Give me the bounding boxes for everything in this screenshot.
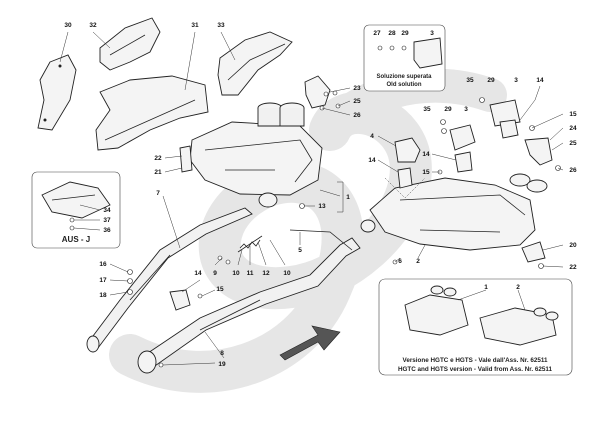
callout-15: 15 [216,286,224,293]
callout-26: 26 [353,112,361,119]
callout-14-d: 14 [536,77,544,84]
bracket-4 [394,137,421,163]
muffler-left [189,102,323,208]
heat-shield-30 [37,54,77,131]
callout-23: 23 [353,85,361,92]
muffler-right [360,173,548,251]
callout-25-b: 25 [569,140,577,147]
callout-21: 21 [154,169,162,176]
aus-j-inset: AUS - J [31,171,121,249]
version-inset: Versione HGTC e HGTS - Vale dall'Ass. Nr… [378,278,573,376]
spring-assembly-9-12 [237,235,263,253]
exhaust-pipe-left [86,207,253,353]
callout-numbers: 30 32 31 33 23 25 26 22 21 1 13 7 5 34 3… [64,22,577,368]
callout-15-c: 15 [569,111,577,118]
callout-37: 37 [103,217,111,224]
old-solution-line1: Soluzione superata [376,74,432,80]
callout-6: 6 [398,258,402,265]
callout-26-b: 26 [569,167,577,174]
callout-22: 22 [154,155,162,162]
heat-shield-33 [217,31,293,96]
callout-1-inset: 1 [484,284,488,291]
callout-3-c: 3 [464,106,468,113]
version-note-line1: Versione HGTC e HGTS - Vale dall'Ass. Nr… [403,357,548,364]
callout-29-c: 29 [444,106,452,113]
hanger-14-center [169,289,191,311]
callout-29: 29 [401,30,409,37]
direction-arrow [279,325,341,361]
callout-1: 1 [346,194,350,201]
callout-13: 13 [318,203,326,210]
bracket-23 [304,75,331,111]
callout-3: 3 [430,30,434,37]
callout-10-b: 10 [283,270,291,277]
version-note-line2: HGTC and HGTS version - Valid from Ass. … [398,366,553,373]
bracket-20 [521,241,546,263]
bracket-24 [524,137,553,166]
aus-j-label: AUS - J [62,235,90,244]
exhaust-pipe-center [137,237,361,374]
callout-15-b: 15 [422,169,430,176]
bracket-3-far-right [489,99,521,139]
callout-35: 35 [466,77,474,84]
heat-shield-32 [99,17,161,71]
callout-20: 20 [569,242,577,249]
leader-lines [59,31,564,366]
callout-32: 32 [89,22,97,29]
callout-24: 24 [569,125,577,132]
callout-17: 17 [99,277,107,284]
callout-18: 18 [99,292,107,299]
rod-5 [289,229,353,251]
callout-25: 25 [353,98,361,105]
old-solution-inset: Soluzione superata Old solution [363,24,446,92]
callout-14: 14 [194,270,202,277]
callout-35-b: 35 [423,106,431,113]
callout-31: 31 [191,22,199,29]
callout-2: 2 [416,258,420,265]
callout-4: 4 [370,133,374,140]
callout-33: 33 [217,22,225,29]
callout-14-c: 14 [422,151,430,158]
callout-14-b: 14 [368,157,376,164]
hanger-14a [384,167,426,199]
bracket-3-right [449,124,476,173]
callout-36: 36 [103,227,111,234]
callout-9: 9 [213,270,217,277]
callout-27: 27 [373,30,381,37]
callout-19: 19 [218,361,226,368]
callout-29-b: 29 [487,77,495,84]
callout-12: 12 [262,270,270,277]
bracket-21 [179,145,193,173]
old-solution-line2: Old solution [387,82,422,88]
callout-11: 11 [247,270,254,277]
callout-10: 10 [232,270,240,277]
heat-shield-31 [95,75,209,151]
callout-22-b: 22 [569,264,577,271]
callout-2-inset: 2 [516,284,520,291]
callout-28: 28 [388,30,396,37]
callout-7: 7 [156,190,160,197]
callout-30: 30 [64,22,72,29]
callout-5: 5 [298,247,302,254]
callout-8: 8 [220,350,224,357]
callout-3-b: 3 [514,77,518,84]
callout-16: 16 [99,261,107,268]
callout-34: 34 [103,207,111,214]
fasteners [127,90,561,368]
